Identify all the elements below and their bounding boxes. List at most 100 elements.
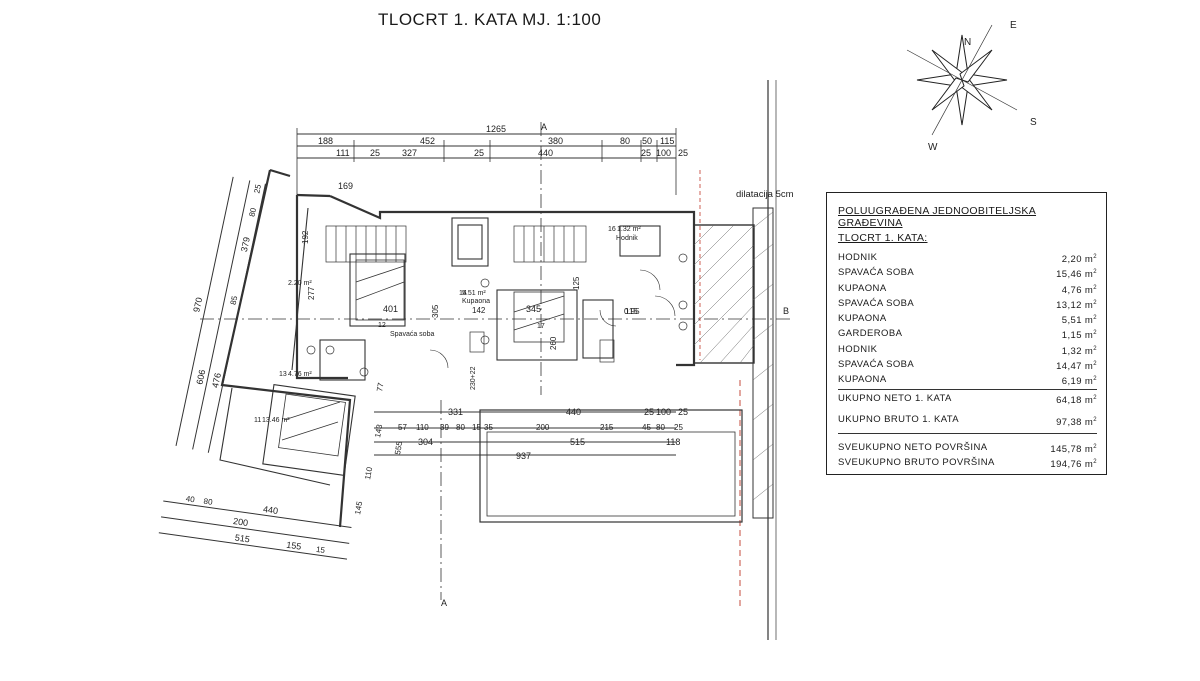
dim-top-r2-4: 25 — [474, 148, 484, 158]
dim-mid2-6: 35 — [484, 423, 493, 432]
room-095: 0.95 — [624, 307, 640, 316]
dim-77: 77 — [375, 381, 386, 392]
room-name: SPAVAĆA SOBA — [838, 359, 915, 371]
dim-mid2-10: 80 — [656, 423, 665, 432]
room-hodnik2-area: 2.20 m² — [288, 280, 312, 287]
room-hodnik-label: Hodnik — [616, 235, 638, 242]
room-area: 1,15 m2 — [1061, 330, 1097, 342]
dilatacija-label: dilatacija 5cm — [736, 189, 794, 200]
room-name: HODNIK — [838, 252, 878, 263]
legend-gross-total: UKUPNO BRUTO 1. KATA 97,38 m2 — [838, 413, 1097, 434]
dim-top-r2-5: 440 — [538, 148, 553, 158]
dim-top-2: 452 — [420, 136, 435, 146]
dim-top-6: 115 — [660, 136, 674, 146]
dim-277: 277 — [307, 286, 316, 300]
legend-row: HODNIK 1,32 m2 — [838, 342, 1097, 357]
drawing-title: TLOCRT 1. KATA MJ. 1:100 — [378, 10, 602, 29]
section-a-bottom: A — [441, 598, 447, 608]
room-area: 1,32 m2 — [1061, 345, 1097, 357]
dim-mid2-8: 215 — [600, 423, 614, 432]
dim-mid3-1: 304 — [418, 437, 433, 447]
legend-row: SPAVAĆA SOBA 13,12 m2 — [838, 296, 1097, 311]
dim-260: 260 — [549, 336, 558, 350]
dim-mid2-9: 45 — [642, 423, 651, 432]
dim-top-r2-3: 327 — [402, 148, 417, 158]
dim-192: 192 — [301, 230, 310, 244]
dim-mid3-2: 515 — [570, 437, 585, 447]
dim-left-25: 25 — [252, 183, 263, 194]
gross-label: UKUPNO BRUTO 1. KATA — [838, 413, 959, 425]
legend-row: SPAVAĆA SOBA 15,46 m2 — [838, 265, 1097, 280]
room-name: SPAVAĆA SOBA — [838, 297, 915, 309]
dim-mid2-4: 80 — [456, 423, 465, 432]
room-name: KUPAONA — [838, 374, 887, 386]
dim-left-476: 476 — [210, 372, 223, 389]
room-num-16: 16 — [608, 226, 616, 233]
legend-row: KUPAONA 5,51 m2 — [838, 311, 1097, 326]
room-401: 401 — [383, 304, 398, 314]
legend-total-net: SVEUKUPNO NETO POVRŠINA 145,78 m2 — [838, 440, 1097, 455]
dim-left-379: 379 — [239, 236, 252, 253]
legend-subheading: TLOCRT 1. KATA: — [838, 232, 928, 244]
net-label: UKUPNO NETO 1. KATA — [838, 392, 952, 404]
room-num-13: 13 — [279, 371, 287, 378]
legend-row: GARDEROBA 1,15 m2 — [838, 326, 1097, 341]
dim-mid2-1: 57 — [398, 423, 407, 432]
dim-305: 305 — [431, 304, 440, 318]
dim-230-22: 230+22 — [470, 366, 477, 390]
dim-143: 143 — [373, 423, 384, 438]
legend-heading: POLUUGRAĐENA JEDNOOBITELJSKA GRAĐEVINA — [838, 205, 1037, 229]
dim-mid2-2: 110 — [416, 423, 429, 432]
compass-s-label: S — [1030, 117, 1037, 128]
legend-net-total: UKUPNO NETO 1. KATA 64,18 m2 — [838, 388, 1097, 407]
dim-top-5: 50 — [642, 136, 652, 146]
room-name: KUPAONA — [838, 313, 887, 325]
dim-left-80: 80 — [247, 206, 258, 217]
dim-top-total: 1265 — [486, 124, 506, 134]
room-name: SPAVAĆA SOBA — [838, 267, 915, 279]
dim-bot-1: 40 — [185, 494, 196, 504]
dim-top-r2-7: 100 — [656, 148, 671, 158]
room-area: 2,20 m2 — [1061, 254, 1097, 266]
dim-top-r2-1: 111 — [336, 148, 350, 158]
dim-145: 145 — [353, 500, 364, 515]
room-num-11: 11 — [254, 417, 261, 424]
dim-mid-5: 25 — [678, 407, 688, 417]
total-net-value: 145,78 m2 — [1050, 443, 1097, 455]
section-a-top: A — [541, 122, 547, 132]
compass-w-label: W — [928, 142, 938, 153]
room-num-14: 14 — [459, 290, 467, 297]
dim-142: 142 — [472, 306, 486, 315]
dim-bot-4: 200 — [232, 516, 248, 528]
dim-bot-3: 440 — [262, 504, 278, 516]
dim-top-r2-8: 25 — [678, 148, 688, 158]
dim-555: 555 — [393, 440, 404, 455]
dim-left-606: 606 — [194, 369, 207, 386]
room-345: 345 — [526, 304, 541, 314]
dim-bot-2: 80 — [203, 497, 214, 507]
room-area: 15,46 m2 — [1056, 269, 1097, 281]
dim-mid3-3: 118 — [666, 437, 680, 447]
dim-110: 110 — [363, 466, 374, 481]
dim-bot-6: 155 — [286, 540, 302, 552]
total-gross-label: SVEUKUPNO BRUTO POVRŠINA — [838, 456, 995, 468]
room-hodnik-area: 1.32 m² — [617, 226, 641, 233]
room-spavaca-area: 13.46 m² — [262, 417, 290, 424]
dim-top-4: 80 — [620, 136, 630, 146]
room-area: 4,76 m2 — [1061, 284, 1097, 296]
dim-left-85: 85 — [229, 295, 240, 306]
room-area: 6,19 m2 — [1061, 376, 1097, 388]
compass-n-label: N — [964, 37, 971, 48]
dim-left-total: 970 — [191, 296, 204, 313]
net-value: 64,18 m2 — [1056, 394, 1097, 406]
room-area: 14,47 m2 — [1056, 361, 1097, 373]
dim-mid-total: 937 — [516, 451, 531, 461]
room-kupaona-label: Kupaona — [462, 298, 490, 305]
compass-e-label: E — [1010, 20, 1017, 31]
legend-row: HODNIK 2,20 m2 — [838, 250, 1097, 265]
dim-125: 125 — [572, 276, 581, 290]
dim-115: 115 — [625, 307, 638, 316]
dim-top-r2-6: 25 — [641, 148, 651, 158]
room-spavaca-label: Spavaća soba — [390, 331, 434, 338]
